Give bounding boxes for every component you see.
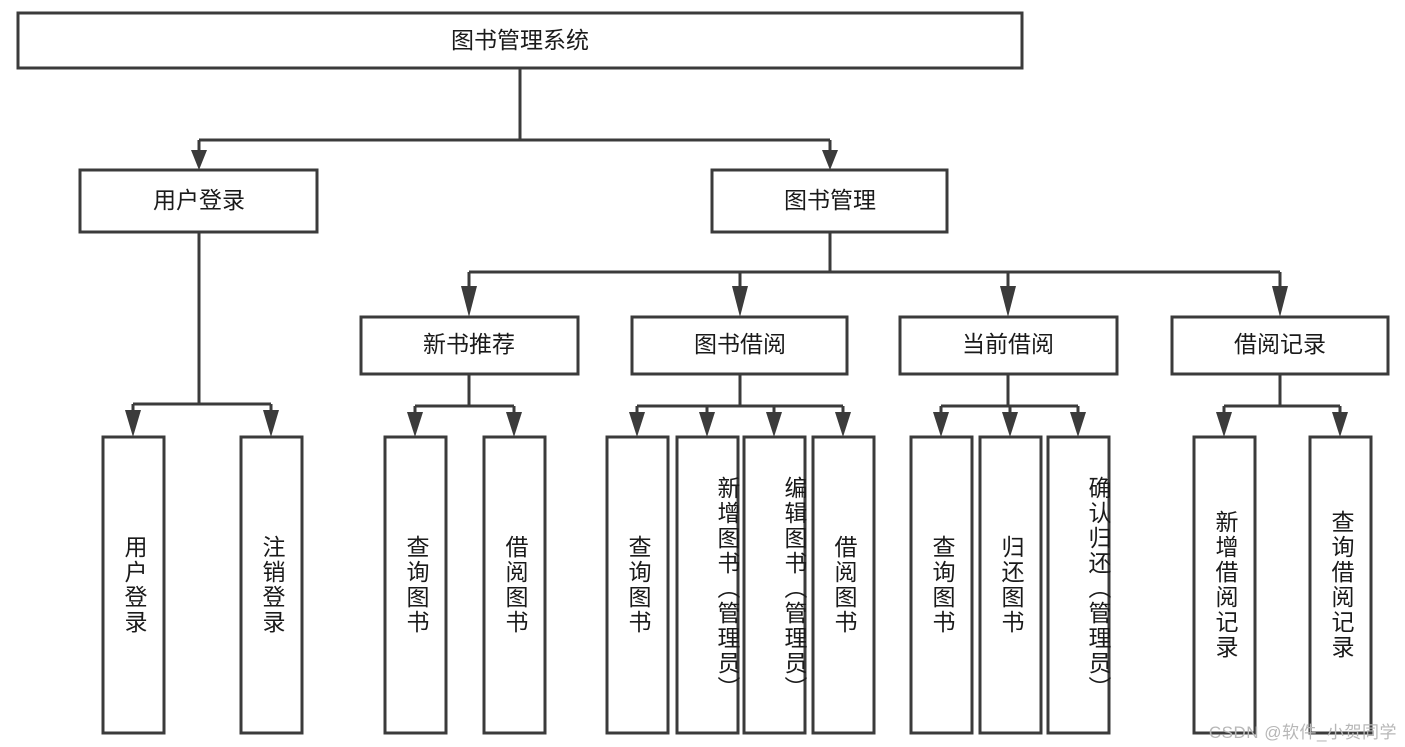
arrow-head-leaf-cur-query — [933, 412, 949, 437]
node-leaf-cur-query[interactable] — [909, 435, 974, 735]
arrow-head-leaf-rec-query — [407, 412, 423, 437]
arrow-head-borrow-record — [1272, 286, 1288, 317]
arrow-head-leaf-rec-borrow — [506, 412, 522, 437]
node-leaf-rec-query2[interactable] — [1308, 435, 1373, 735]
node-leaf-borrow-edit[interactable] — [742, 435, 807, 735]
node-new-book-rec-label: 新书推荐 — [423, 331, 515, 357]
edge-layer — [125, 68, 1348, 437]
arrow-head-book-borrow — [732, 286, 748, 317]
arrow-head-leaf-rec-query2 — [1332, 412, 1348, 437]
node-borrow-record[interactable] — [1170, 315, 1390, 376]
arrow-head-leaf-borrow-edit — [766, 412, 782, 437]
node-leaf-cur-confirm[interactable] — [1046, 435, 1111, 735]
node-leaf-user-login[interactable] — [101, 435, 166, 735]
node-current-borrow[interactable] — [898, 315, 1119, 376]
node-new-book-rec[interactable] — [359, 315, 580, 376]
node-leaf-borrow-add[interactable] — [675, 435, 740, 735]
arrow-head-leaf-user-login — [125, 410, 141, 437]
node-book-borrow[interactable] — [630, 315, 849, 376]
arrow-head-leaf-borrow-query — [629, 412, 645, 437]
node-borrow-record-label: 借阅记录 — [1234, 331, 1326, 357]
arrow-head-leaf-borrow-lend — [835, 412, 851, 437]
node-user-login[interactable] — [78, 168, 319, 234]
arrow-head-leaf-borrow-add — [699, 412, 715, 437]
node-leaf-user-logout[interactable] — [239, 435, 304, 735]
arrow-head-user-login — [191, 150, 207, 170]
arrow-head-leaf-user-logout — [263, 410, 279, 437]
node-current-borrow-label: 当前借阅 — [962, 331, 1054, 357]
csdn-watermark: CSDN @软件_小贺同学 — [1208, 723, 1397, 742]
arrow-head-leaf-rec-add — [1216, 412, 1232, 437]
node-leaf-rec-borrow[interactable] — [482, 435, 547, 735]
node-user-login-label: 用户登录 — [153, 187, 245, 213]
node-leaf-cur-return[interactable] — [978, 435, 1043, 735]
node-book-manage[interactable] — [710, 168, 949, 234]
arrow-head-leaf-cur-return — [1002, 412, 1018, 437]
arrow-head-book-manage — [822, 150, 838, 170]
node-leaf-borrow-lend[interactable] — [811, 435, 876, 735]
node-root[interactable] — [16, 11, 1024, 70]
node-root-label: 图书管理系统 — [451, 27, 589, 53]
node-book-borrow-label: 图书借阅 — [694, 331, 786, 357]
node-book-manage-label: 图书管理 — [784, 187, 876, 213]
node-leaf-borrow-query[interactable] — [605, 435, 670, 735]
node-leaf-rec-add[interactable] — [1192, 435, 1257, 735]
arrow-head-current-borrow — [1000, 286, 1016, 317]
node-leaf-rec-query[interactable] — [383, 435, 448, 735]
node-layer: 图书管理系统 用户登录 图书管理 新书推荐 图书借阅 当前借阅 借阅记录 — [16, 11, 1390, 735]
arrow-head-new-book-rec — [461, 286, 477, 317]
arrow-head-leaf-cur-confirm — [1070, 412, 1086, 437]
